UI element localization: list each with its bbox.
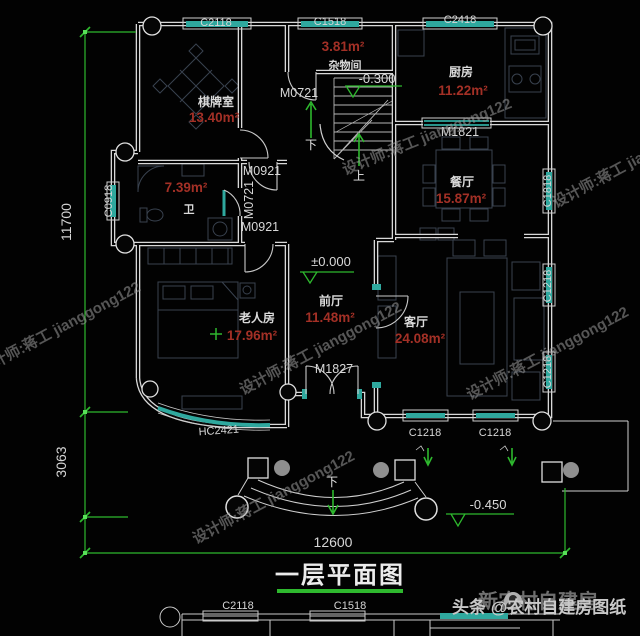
- window-frame-c1218-right-1: [542, 263, 556, 307]
- nightstand: [239, 282, 256, 299]
- window-label-c2118: C2118: [200, 17, 232, 29]
- window-frame-c0918: [106, 181, 120, 221]
- room-area-chess: 13.40m²: [189, 110, 240, 125]
- window-frame-c1518: [297, 17, 363, 30]
- room-area-living: 24.08m²: [395, 331, 446, 346]
- window-label-c1818: C1818: [542, 175, 554, 207]
- dim-left-upper: 11700: [58, 203, 74, 241]
- bay-bench: [181, 395, 243, 410]
- wardrobe: [147, 247, 233, 265]
- level-porch: -0.450: [470, 497, 507, 512]
- bed: [157, 281, 239, 359]
- plan-title: 一层平面图: [275, 562, 405, 589]
- stair-up-label: 上: [353, 169, 365, 183]
- stair-rail: [319, 123, 345, 161]
- room-name-kitchen: 厨房: [449, 64, 473, 79]
- bay-window-hc2421: [157, 406, 271, 428]
- level-marks: [210, 85, 514, 528]
- room-name-living: 客厅: [403, 314, 428, 329]
- fridge: [397, 29, 425, 57]
- window-label-c1218-bottom-1: C1218: [409, 427, 441, 439]
- room-name-dining: 餐厅: [450, 174, 474, 189]
- window-label-c0918: C0918: [103, 185, 115, 217]
- room-area-storage: 3.81m²: [322, 39, 365, 54]
- flow-arrows: [305, 100, 517, 516]
- room-area-elder: 17.96m²: [227, 328, 278, 343]
- window-label-c1218-right-2: C1218: [542, 356, 554, 388]
- windows: [106, 17, 556, 431]
- stair-down-arrow: [305, 100, 317, 138]
- sofa-group: [446, 257, 508, 397]
- furniture: [137, 27, 547, 410]
- window-frame-c1218-right-2: [542, 351, 556, 393]
- next-floor-window-c2118: C2118: [222, 600, 254, 612]
- stair-up-arrow: [353, 132, 365, 166]
- room-name-foyer: 前厅: [319, 293, 343, 308]
- mahjong-table: [152, 43, 240, 130]
- sliding-door-m1821: [424, 120, 489, 126]
- level-stair-landing: -0.300: [359, 71, 396, 86]
- stairs: [319, 77, 395, 161]
- kitchen-sink: [510, 35, 540, 55]
- window-label-c1518: C1518: [314, 16, 346, 28]
- dim-bottom: 12600: [314, 534, 353, 550]
- window-label-c2418: C2418: [444, 14, 476, 26]
- room-name-elder: 老人房: [239, 310, 275, 325]
- window-label-c1218-right-1: C1218: [542, 270, 554, 302]
- window-label-c1218-bottom-2: C1218: [479, 427, 511, 439]
- porch-down-arrow: [327, 490, 339, 516]
- next-floor-strip: [159, 606, 560, 636]
- kitchen-counter: [504, 27, 547, 119]
- room-area-dining: 15.87m²: [436, 191, 487, 206]
- labels: C2118 C1518 C2418 M0721 M0721 M0921 M092…: [53, 14, 554, 612]
- porch-down-label: 下: [326, 475, 338, 489]
- dim-left-lower: 3063: [53, 446, 69, 477]
- next-floor-window-c1518: C1518: [334, 600, 366, 612]
- terrace-wall: [553, 420, 629, 492]
- door-label-m1821: M1821: [441, 125, 479, 139]
- watermark-platform-back: 新农村自建房: [478, 589, 598, 613]
- slope-marks: [415, 445, 509, 452]
- window-frame-c1818: [542, 168, 556, 214]
- door-label-m0921-a: M0921: [243, 164, 281, 178]
- door-label-m0921-b: M0921: [241, 220, 279, 234]
- door-swings: [223, 71, 409, 395]
- dimension-nodes: [83, 30, 567, 555]
- level-ground: ±0.000: [311, 254, 351, 269]
- room-name-storage: 杂物间: [329, 58, 362, 72]
- window-frame-c1218-bottom-2: [472, 409, 519, 422]
- title-block: 一层平面图: [275, 562, 405, 593]
- sliding-door-frame-m1821: [421, 117, 492, 129]
- porch-steps: [237, 420, 629, 516]
- columns: [115, 16, 563, 521]
- door-label-m0721-vertical: M0721: [242, 181, 256, 219]
- bay-window-label-hc2421: HC2421: [198, 424, 239, 439]
- room-area-foyer: 11.48m²: [305, 310, 355, 325]
- door-label-m0721: M0721: [280, 86, 318, 100]
- window-frame-c1218-bottom-1: [402, 409, 449, 422]
- room-name-chess: 棋牌室: [198, 94, 234, 109]
- dining-table: [435, 149, 493, 209]
- room-center-mark: [210, 328, 222, 340]
- stair-down-label: 下: [305, 138, 317, 152]
- walls: [110, 21, 553, 429]
- kitchen-stove: [508, 65, 542, 93]
- porch-column-dots: [274, 460, 579, 478]
- stair-break-line: [335, 99, 395, 133]
- room-name-bath: 卫: [184, 203, 195, 216]
- window-frame-c2418: [422, 17, 498, 30]
- room-area-kitchen: 11.22m²: [438, 83, 488, 98]
- room-area-bath: 7.39m²: [165, 180, 208, 195]
- sofa: [513, 297, 545, 361]
- washer: [207, 217, 233, 241]
- coffee-table: [459, 291, 495, 365]
- watermark-platform: 头条 @农村自建房图纸: [452, 597, 626, 617]
- door-label-m1827: M1827: [315, 362, 353, 376]
- title-underline: [277, 589, 403, 593]
- window-frame-c2118: [182, 17, 252, 30]
- shower: [137, 165, 165, 193]
